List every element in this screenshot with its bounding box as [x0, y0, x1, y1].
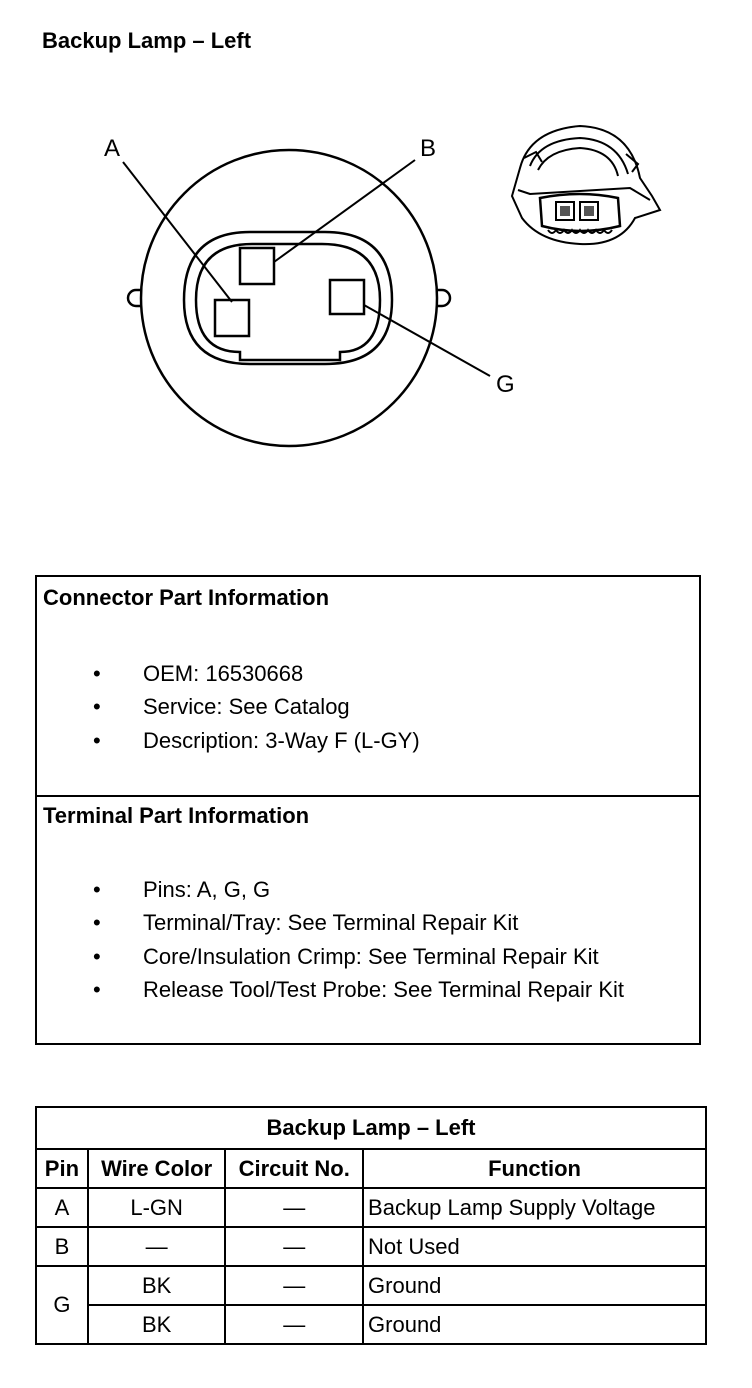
cell-circuit: —: [224, 1304, 365, 1345]
cell-wire-color: BK: [86, 1304, 227, 1345]
cell-function: Ground: [362, 1304, 707, 1345]
list-item: OEM: 16530668: [37, 657, 420, 690]
cavity-g: [328, 278, 366, 316]
table-row: A L-GN — Backup Lamp Supply Voltage: [35, 1187, 707, 1228]
cell-wire-color: L-GN: [86, 1187, 227, 1228]
header-pin: Pin: [35, 1148, 89, 1189]
list-item: Service: See Catalog: [37, 690, 420, 723]
cell-wire-color: BK: [86, 1265, 227, 1306]
pin-table-caption: Backup Lamp – Left: [35, 1106, 707, 1150]
connector-illustration: [510, 124, 662, 246]
cell-pin: G: [35, 1265, 89, 1345]
cell-pin: B: [35, 1226, 89, 1267]
cavity-b: [238, 246, 276, 286]
cavity-a: [213, 298, 251, 338]
table-row: B — — Not Used: [35, 1226, 707, 1267]
list-item: Terminal/Tray: See Terminal Repair Kit: [37, 906, 624, 939]
cell-function: Backup Lamp Supply Voltage: [362, 1187, 707, 1228]
leader-b: [273, 159, 416, 263]
terminal-info-list: Pins: A, G, G Terminal/Tray: See Termina…: [37, 873, 624, 1006]
connector-body: [139, 148, 439, 448]
pin-table: Backup Lamp – Left Pin Wire Color Circui…: [35, 1106, 707, 1345]
table-row: BK — Ground: [36, 1304, 707, 1345]
list-item: Release Tool/Test Probe: See Terminal Re…: [37, 973, 624, 1006]
table-row: G BK — Ground: [35, 1265, 707, 1345]
list-item: Pins: A, G, G: [37, 873, 624, 906]
cell-function: Not Used: [362, 1226, 707, 1267]
leader-a: [122, 161, 233, 303]
label-g: G: [496, 371, 515, 398]
inner-housing-inner: [194, 242, 382, 362]
cell-wire-color: —: [86, 1226, 227, 1267]
label-a: A: [104, 135, 120, 162]
cell-pin: A: [35, 1187, 89, 1228]
terminal-part-information: Terminal Part Information Pins: A, G, G …: [37, 795, 699, 1043]
header-circuit-no: Circuit No.: [224, 1148, 365, 1189]
cell-function: Ground: [362, 1265, 707, 1306]
leader-g: [363, 304, 491, 377]
connector-face-diagram: A B G: [104, 135, 515, 448]
cell-circuit: —: [224, 1226, 365, 1267]
label-b: B: [420, 135, 436, 162]
connector-info-heading: Connector Part Information: [43, 585, 330, 610]
pin-table-header-row: Pin Wire Color Circuit No. Function: [35, 1148, 707, 1189]
inner-housing-outer: [182, 230, 394, 366]
connector-part-information: Connector Part Information OEM: 16530668…: [37, 577, 699, 797]
terminal-info-heading: Terminal Part Information: [43, 803, 310, 828]
page-title: Backup Lamp – Left: [42, 28, 252, 53]
cell-circuit: —: [224, 1265, 365, 1306]
cell-circuit: —: [224, 1187, 365, 1228]
header-function: Function: [362, 1148, 707, 1189]
list-item: Core/Insulation Crimp: See Terminal Repa…: [37, 940, 624, 973]
header-wire-color: Wire Color: [86, 1148, 227, 1189]
connector-info-list: OEM: 16530668 Service: See Catalog Descr…: [37, 657, 420, 757]
list-item: Description: 3-Way F (L-GY): [37, 724, 420, 757]
part-information-box: Connector Part Information OEM: 16530668…: [35, 575, 701, 1045]
